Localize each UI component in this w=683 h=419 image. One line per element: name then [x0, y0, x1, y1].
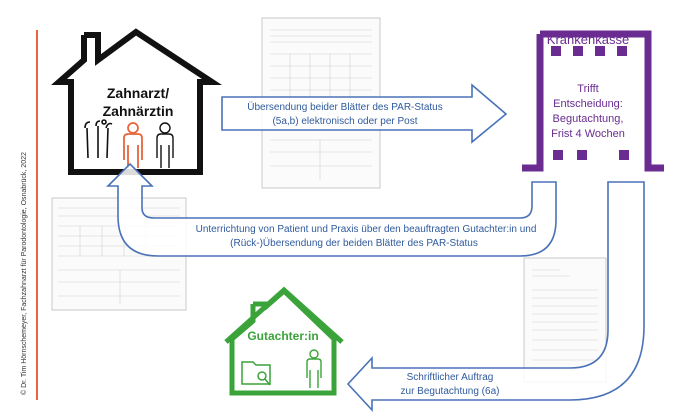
insurance-decision-line2: Entscheidung: — [553, 98, 623, 110]
insurance-decision-line3: Begutachtung, — [553, 113, 624, 125]
credit-text: © Dr. Tim Hörnschemeyer, Fachzahnarzt fü… — [20, 152, 28, 395]
arrow-notification — [106, 162, 557, 257]
reviewer-label: Gutachter:in — [247, 329, 318, 343]
dentist-label-line1: Zahnarzt/ — [107, 85, 169, 101]
dental-tools-icon — [84, 119, 113, 159]
document-thumbnail-right — [523, 257, 607, 383]
dentist-label-line2: Zahnärztin — [103, 103, 174, 119]
reviewer-figure-icon — [306, 349, 322, 388]
insurance-decision-line1: Trifft — [577, 83, 598, 95]
patient-figure-icon — [123, 122, 143, 168]
reviewer-house — [224, 286, 344, 396]
folder-search-icon — [241, 361, 271, 386]
arrow-assignment — [346, 181, 645, 413]
insurance-label: Krankenkasse — [547, 32, 629, 47]
arrow-submission — [221, 83, 508, 144]
arrow-notification-line1: Unterrichtung von Patient und Praxis übe… — [196, 224, 537, 235]
dentist-house — [51, 28, 223, 175]
arrow-assignment-line2: zur Begutachtung (6a) — [401, 386, 500, 397]
assistant-figure-icon — [156, 122, 174, 168]
insurance-decision-line4: Frist 4 Wochen — [551, 128, 625, 140]
arrow-submission-line1: Übersendung beider Blätter des PAR-Statu… — [247, 101, 442, 113]
arrow-submission-line2: (5a,b) elektronisch oder per Post — [272, 116, 417, 127]
insurance-building — [522, 30, 664, 172]
arrow-notification-line2: (Rück-)Übersendung der beiden Blätter de… — [230, 237, 478, 249]
arrow-assignment-line1: Schriftlicher Auftrag — [407, 372, 494, 383]
